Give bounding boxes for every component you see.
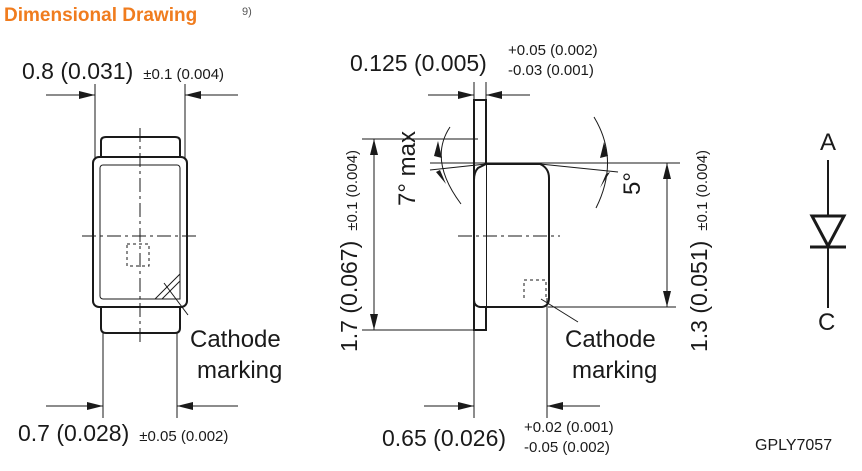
side-thickness-tol-minus: -0.03 (0.001) [508, 62, 594, 79]
anode-label: A [820, 129, 836, 156]
diode-triangle [809, 214, 847, 250]
side-bottom-arrow-left [458, 402, 474, 410]
drawing-code: GPLY7057 [755, 437, 832, 454]
side-inner-lead [523, 279, 547, 298]
front-top-width-tolerance: ±0.1 (0.004) [143, 66, 224, 83]
front-top-width-value: 0.8 (0.031) [22, 58, 133, 84]
side-view: 0.125 (0.005) +0.05 (0.002) -0.03 (0.001… [336, 42, 712, 456]
side-left-angle-arrow-top [434, 141, 442, 158]
front-cathode-corner [153, 272, 181, 300]
side-right-height-arrow-bottom [663, 291, 671, 307]
side-thickness-value: 0.125 (0.005) [350, 50, 487, 76]
front-bottom-width-tolerance: ±0.05 (0.002) [139, 428, 228, 445]
front-cathode-label-line1: Cathode [190, 326, 281, 353]
side-right-angle-arc [593, 116, 608, 209]
front-top-arrow-left [79, 91, 95, 99]
side-right-height-label: 1.3 (0.051) ±0.1 (0.004) [686, 150, 712, 352]
side-left-draft-line [429, 163, 487, 171]
front-top-arrow-right [185, 91, 201, 99]
front-view: 0.8 (0.031) ±0.1 (0.004) 0.7 (0.028) ±0.… [18, 58, 282, 446]
side-right-angle-label: 5° [619, 172, 646, 195]
diode-symbol: A C [809, 129, 847, 336]
front-top-width-label: 0.8 (0.031) ±0.1 (0.004) [22, 58, 224, 84]
front-bottom-arrow-right [177, 402, 193, 410]
page-title: Dimensional Drawing [4, 5, 197, 26]
side-right-height-value: 1.3 (0.051) [686, 241, 712, 352]
footnote-reference: 9) [242, 6, 252, 18]
side-right-draft-line [539, 163, 619, 173]
side-thickness-arrow-left [458, 91, 474, 99]
side-left-height-label: 1.7 (0.067) ±0.1 (0.004) [336, 150, 362, 352]
side-left-angle-label: 7° max [394, 131, 421, 206]
side-right-height-arrow-top [663, 163, 671, 179]
side-left-height-tolerance: ±0.1 (0.004) [344, 150, 361, 231]
side-mould-back [473, 163, 487, 308]
side-right-angle-arrow-bottom [600, 172, 610, 188]
side-bottom-width-tol-plus: +0.02 (0.001) [524, 419, 614, 436]
side-right-angle-arrow-top [600, 142, 608, 158]
side-bottom-width-value: 0.65 (0.026) [382, 425, 506, 451]
side-bottom-arrow-right [547, 402, 563, 410]
side-cathode-label-line1: Cathode [565, 326, 656, 353]
front-bottom-width-label: 0.7 (0.028) ±0.05 (0.002) [18, 420, 228, 446]
side-left-angle-arc [440, 126, 462, 205]
side-bottom-width-tol-minus: -0.05 (0.002) [524, 439, 610, 456]
side-cathode-label-line2: marking [572, 357, 657, 384]
front-bottom-arrow-left [87, 402, 103, 410]
side-right-height-tolerance: ±0.1 (0.004) [694, 150, 711, 231]
cathode-label: C [818, 309, 835, 336]
side-left-angle-arrow-bottom [436, 170, 446, 184]
side-cathode-leader [540, 298, 579, 323]
side-left-height-value: 1.7 (0.067) [336, 241, 362, 352]
front-cathode-label-line2: marking [197, 357, 282, 384]
front-bottom-width-value: 0.7 (0.028) [18, 420, 129, 446]
side-left-height-arrow-bottom [370, 314, 378, 330]
front-chip-die [126, 243, 150, 267]
side-thickness-arrow-right [486, 91, 502, 99]
side-thickness-tol-plus: +0.05 (0.002) [508, 42, 598, 59]
front-cathode-leader [163, 282, 189, 316]
front-cathode-hatch [161, 280, 181, 300]
side-left-height-arrow-top [370, 139, 378, 155]
